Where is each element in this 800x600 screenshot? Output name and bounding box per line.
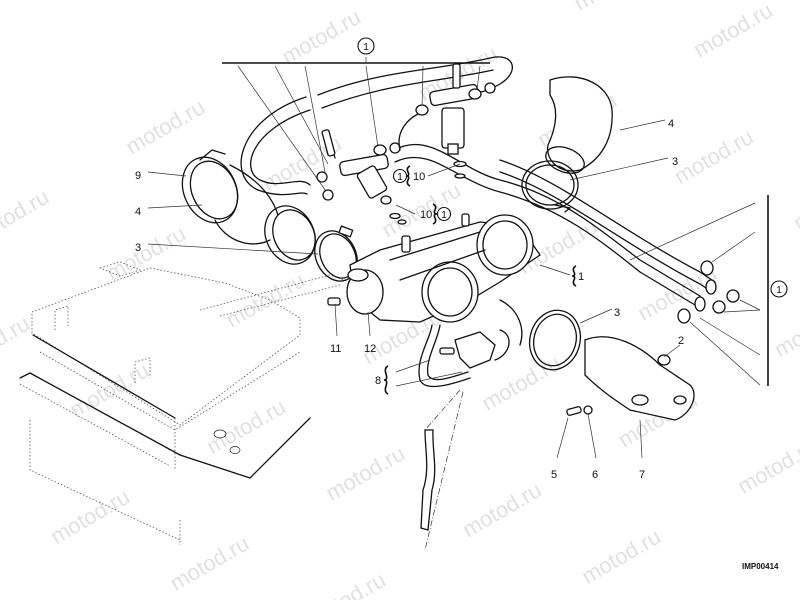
callout-ref: 1 [397, 172, 403, 183]
watermark-text: motod.ru [102, 221, 190, 286]
long-hoses [394, 143, 717, 312]
watermark-text: motod.ru [570, 0, 658, 16]
watermark-text: motod.ru [202, 394, 290, 459]
callout-group-top: 1 [222, 37, 490, 195]
callout-4-left: 4 [135, 206, 141, 218]
callout-ref: 1 [441, 210, 447, 221]
watermark-text: motod.ru [0, 311, 34, 376]
throttle-body [327, 213, 541, 346]
callout-label: 1 [363, 42, 369, 53]
left-intake [181, 149, 358, 282]
callout-2: 2 [678, 335, 684, 347]
callout-3-lower: 3 [614, 307, 620, 319]
watermark-text: motod.ru [789, 171, 800, 236]
watermark-text: motod.ru [733, 434, 800, 499]
callout-1: 1 [578, 271, 584, 283]
engine-block [19, 261, 401, 545]
callout-3-left: 3 [135, 242, 141, 254]
watermark-text: motod.ru [121, 94, 209, 159]
callout-12: 12 [364, 343, 376, 355]
watermark-text: motod.ru [770, 297, 800, 362]
watermark-text: motod.ru [577, 524, 665, 589]
watermark-text: motod.ru [221, 267, 309, 332]
callout-10a: 10 [413, 171, 425, 183]
watermark-text: motod.ru [458, 477, 546, 542]
reference-circle-right [770, 280, 788, 298]
watermark-text: motod.ru [670, 124, 758, 189]
watermark-text: motod.ru [258, 131, 346, 196]
small-clamps-right [677, 260, 740, 324]
callout-10b: 10 [420, 209, 432, 221]
callout-9: 9 [135, 170, 141, 182]
callout-6: 6 [592, 469, 598, 481]
screw-washer [566, 405, 593, 416]
callout-4-right: 4 [668, 118, 674, 130]
reference-circle-top [357, 37, 375, 55]
lower-fitting [418, 324, 510, 551]
watermark-text: motod.ru [302, 567, 390, 600]
watermark-text: motod.ru [66, 357, 154, 422]
fuel-rail-assembly [316, 63, 496, 225]
callout-label: 1 [776, 285, 782, 296]
reference-circle-10a [392, 168, 408, 184]
right-upper-intake [521, 76, 613, 213]
watermark-text: motod.ru [46, 484, 134, 549]
callout-3-right: 3 [672, 156, 678, 168]
callout-8: 8 [375, 375, 381, 387]
callout-group-right: 1 [767, 195, 788, 386]
leader-lines [147, 119, 761, 459]
reference-circle-10b [436, 206, 452, 222]
callout-labels: 1 2 3 3 3 4 4 5 6 7 8 9 1 10 10 1 11 12 [135, 118, 684, 481]
watermark-text: motod.ru [0, 184, 53, 249]
callout-5: 5 [551, 469, 557, 481]
watermark-text: motod.ru [321, 441, 409, 506]
watermark-text: motod.ru [689, 0, 777, 62]
watermark-text: motod.ru [166, 531, 254, 596]
right-lower-intake [528, 309, 695, 421]
watermark-text: motod.ru [277, 4, 365, 69]
callout-11: 11 [330, 343, 341, 355]
callout-7: 7 [639, 469, 645, 481]
image-code: IMP00414 [742, 562, 779, 571]
